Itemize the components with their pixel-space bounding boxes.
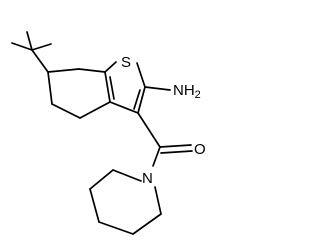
sulfur-atom-label: S xyxy=(121,54,131,71)
amine-label: NH2 xyxy=(173,82,201,101)
bond-pip-1 xyxy=(89,169,114,190)
bond-c2-c3 xyxy=(137,86,146,114)
bond-pip-3 xyxy=(98,221,134,235)
piperidine-ring xyxy=(89,169,162,235)
bond-c4-c3a xyxy=(79,101,111,119)
bond-n-c-left xyxy=(112,169,142,182)
amine-label-subscript: 2 xyxy=(195,89,201,101)
carbonyl-group xyxy=(137,112,193,167)
bond-c6-c5 xyxy=(47,71,53,105)
bond-n-c-right xyxy=(154,186,162,215)
bond-tbu-methyl-right xyxy=(31,43,52,51)
bond-c2-c3-double xyxy=(133,89,141,110)
bond-c6-c7 xyxy=(47,68,80,73)
cyclohexene-ring xyxy=(47,68,111,119)
bond-c2-amine xyxy=(144,86,171,91)
bond-tbu-to-ring xyxy=(31,49,49,73)
amine-label-prefix: NH xyxy=(173,82,195,99)
thiophene-ring xyxy=(104,61,146,114)
bond-c7a-c3a xyxy=(104,71,111,103)
oxygen-atom-label: O xyxy=(194,141,206,158)
bond-s-c2 xyxy=(136,62,146,88)
bond-pip-4 xyxy=(132,213,162,235)
bond-tbu-methyl-top xyxy=(26,31,33,51)
bond-c3-c3a xyxy=(109,101,139,114)
bond-carbonyl-oxygen-b xyxy=(160,150,193,154)
bond-carbonyl-nitrogen xyxy=(152,146,161,167)
bond-tbu-methyl-left xyxy=(11,42,33,51)
bond-c7a-s xyxy=(104,61,117,73)
bond-carbonyl-oxygen-a xyxy=(159,144,192,148)
bond-c5-c4 xyxy=(51,103,81,119)
bond-c7a-c3a-double xyxy=(109,76,115,100)
nitrogen-atom-label: N xyxy=(142,170,153,187)
bond-c3-carbonyl xyxy=(137,112,161,148)
bond-c7-c7a xyxy=(78,68,106,73)
bond-pip-2 xyxy=(89,188,100,223)
tert-butyl-group xyxy=(11,31,52,73)
chemical-structure: S NH2 O N xyxy=(11,31,206,235)
